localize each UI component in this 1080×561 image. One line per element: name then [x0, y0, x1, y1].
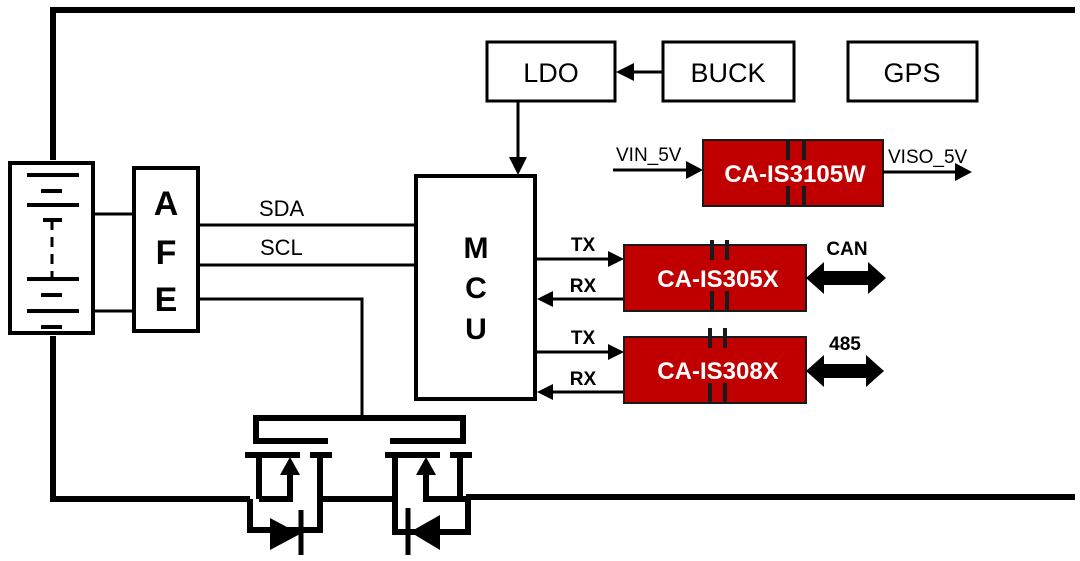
- sda-label: SDA: [259, 196, 305, 221]
- ldo-to-mcu-arrow: [509, 101, 527, 175]
- rs485-isolator: TX RX CA-IS308X 485: [535, 328, 884, 404]
- arrowhead-right-icon: [608, 344, 624, 360]
- afe-block: A F E: [132, 166, 200, 333]
- gps-block: GPS: [846, 40, 979, 103]
- buck-to-ldo-arrow: [616, 63, 663, 81]
- isolation-barrier-icon: [708, 328, 712, 348]
- rs485-rx-label: RX: [570, 369, 597, 390]
- can-isolator-label: CA-IS305X: [657, 266, 778, 293]
- battery-box: [8, 161, 95, 335]
- body-diode-1-icon: [270, 518, 300, 550]
- buck-box: [661, 40, 796, 103]
- buck-label: BUCK: [690, 58, 765, 88]
- can-isolator: TX RX CA-IS305X CAN: [535, 235, 886, 312]
- outer-frame: [50, 7, 1075, 502]
- arrowhead-right-icon: [686, 161, 703, 179]
- battery-afe-wires: [93, 212, 134, 313]
- afe-box: [132, 166, 200, 333]
- power-isolator-label: CA-IS3105W: [724, 161, 866, 188]
- arrowhead-left-icon: [616, 63, 634, 81]
- i2c-bus: [198, 223, 415, 418]
- mcu-block: M C U: [414, 174, 537, 401]
- power-isolator-chip: [702, 139, 884, 207]
- arrowhead-left-icon: [537, 291, 553, 307]
- arrowhead-left-icon: [537, 384, 553, 400]
- can-isolator-chip: [623, 244, 807, 312]
- scl-label: SCL: [260, 235, 303, 260]
- can-bus-label: CAN: [826, 239, 867, 260]
- gps-label: GPS: [883, 58, 940, 88]
- mcu-box: [414, 174, 537, 401]
- ldo-box: [485, 40, 617, 103]
- rs485-tx-label: TX: [571, 328, 596, 349]
- arrowhead-right-icon: [955, 163, 972, 181]
- ldo-block: LDO: [485, 40, 617, 103]
- rs485-isolator-chip: [623, 336, 807, 404]
- mcu-letter-u: U: [465, 313, 487, 346]
- isolation-barrier-icon: [786, 140, 790, 160]
- gps-box: [846, 40, 979, 103]
- mosfet-1-icon: [245, 452, 395, 533]
- battery-pack: [8, 161, 95, 335]
- buck-block: BUCK: [661, 40, 796, 103]
- frame-top-left: [50, 7, 1075, 160]
- mosfet-switch-pair: [245, 415, 472, 555]
- afe-letter-f: F: [156, 234, 177, 272]
- afe-letter-e: E: [155, 281, 178, 319]
- rs485-isolator-label: CA-IS308X: [657, 358, 778, 385]
- mcu-letter-m: M: [464, 232, 489, 265]
- rs485-bus-label: 485: [829, 334, 861, 355]
- rs485-bus-double-arrow-icon: [806, 355, 884, 387]
- ldo-label: LDO: [523, 58, 579, 88]
- battery-cells-icon: [27, 173, 79, 329]
- power-isolator: VIN_5V CA-IS3105W VISO_5V: [613, 139, 972, 207]
- arrowhead-right-icon: [608, 251, 624, 267]
- vin-label: VIN_5V: [616, 145, 682, 166]
- arrowhead-down-icon: [509, 157, 527, 175]
- can-bus-double-arrow-icon: [806, 262, 886, 294]
- mcu-letter-c: C: [465, 272, 487, 305]
- body-diode-2-icon: [410, 515, 440, 550]
- frame-bottom-left: [50, 336, 250, 502]
- can-tx-label: TX: [571, 235, 596, 256]
- gate-bus: [253, 415, 466, 444]
- mosfet-2-arrow-icon: [416, 457, 436, 475]
- viso-label: VISO_5V: [888, 147, 968, 168]
- mosfet-gate-drive-line: [198, 297, 364, 418]
- isolation-barrier-icon: [710, 240, 714, 260]
- can-rx-label: RX: [570, 276, 597, 297]
- afe-letter-a: A: [154, 185, 179, 223]
- mosfet-1-arrow-icon: [280, 457, 300, 475]
